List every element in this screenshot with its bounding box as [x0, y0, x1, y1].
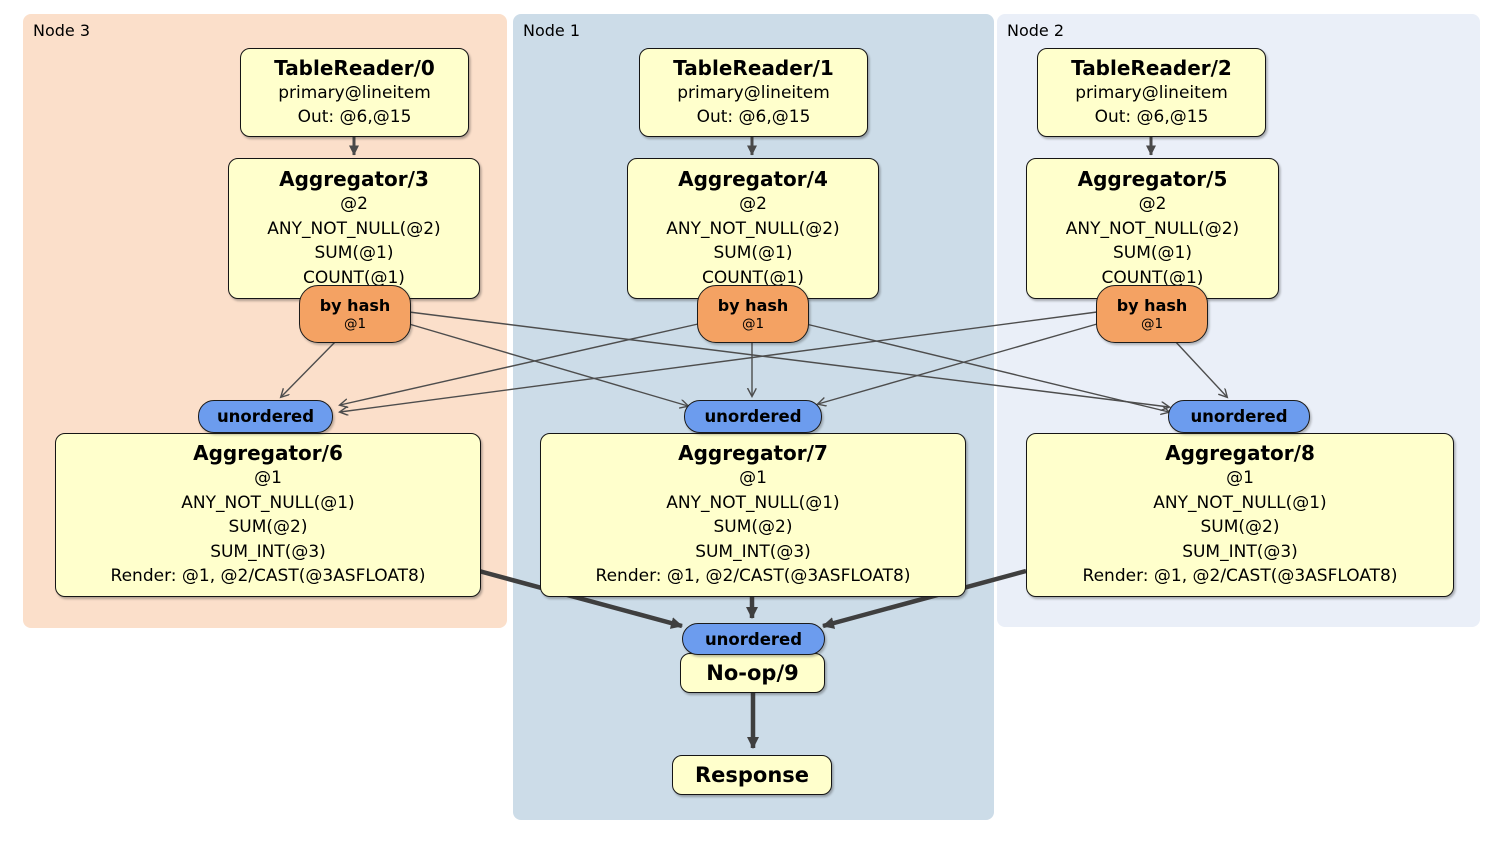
processor-detail-line: SUM_INT(@3): [695, 541, 811, 562]
synchronizer-unordered-8: unordered: [1168, 400, 1310, 433]
processor-detail-line: Out: @6,@15: [1094, 107, 1209, 127]
node-3-label: Node 3: [33, 21, 91, 40]
processor-aggregator-3: Aggregator/3 @2 ANY_NOT_NULL(@2) SUM(@1)…: [228, 158, 480, 299]
processor-title: Aggregator/8: [1165, 441, 1315, 466]
router-detail: @1: [741, 315, 765, 332]
processor-title: TableReader/0: [274, 55, 435, 80]
processor-aggregator-6: Aggregator/6 @1 ANY_NOT_NULL(@1) SUM(@2)…: [55, 433, 481, 597]
processor-detail-line: Render: @1, @2/CAST(@3ASFLOAT8): [1082, 566, 1398, 587]
node-1-label: Node 1: [523, 21, 581, 40]
processor-detail-line: Render: @1, @2/CAST(@3ASFLOAT8): [595, 566, 911, 587]
edge-hash3-sync7: [408, 323, 688, 406]
processor-detail-line: ANY_NOT_NULL(@2): [267, 218, 441, 239]
processor-detail-line: SUM_INT(@3): [1182, 541, 1298, 562]
router-by-hash-5: by hash @1: [1096, 285, 1208, 343]
processor-title: Response: [694, 763, 810, 787]
processor-aggregator-4: Aggregator/4 @2 ANY_NOT_NULL(@2) SUM(@1)…: [627, 158, 879, 299]
processor-title: TableReader/1: [673, 55, 834, 80]
processor-detail-line: SUM(@2): [228, 517, 308, 538]
synchronizer-unordered-6: unordered: [198, 400, 333, 433]
processor-detail-line: COUNT(@1): [1101, 267, 1204, 288]
edge-hash5-sync8: [1173, 339, 1227, 397]
router-detail: @1: [343, 315, 367, 332]
processor-detail-line: COUNT(@1): [702, 267, 804, 288]
processor-detail-line: @2: [340, 194, 368, 214]
processor-detail-line: SUM_INT(@3): [210, 541, 326, 562]
processor-detail-line: SUM(@1): [1113, 243, 1192, 263]
router-by-hash-4: by hash @1: [697, 285, 809, 343]
processor-title: Aggregator/6: [193, 441, 343, 466]
processor-title: Aggregator/7: [678, 441, 828, 466]
processor-detail-line: @2: [1138, 194, 1167, 214]
processor-detail-line: primary@lineitem: [278, 82, 431, 103]
edge-hash4-sync8: [805, 323, 1169, 412]
processor-detail-line: SUM(@2): [713, 517, 793, 538]
processor-detail-line: primary@lineitem: [1075, 82, 1228, 103]
processor-title: Aggregator/3: [279, 167, 429, 191]
processor-detail-line: ANY_NOT_NULL(@1): [181, 492, 355, 513]
edge-hash5-sync7: [818, 323, 1098, 404]
processor-aggregator-8: Aggregator/8 @1 ANY_NOT_NULL(@1) SUM(@2)…: [1026, 433, 1454, 597]
router-detail: @1: [1140, 315, 1164, 332]
processor-detail-line: Out: @6,@15: [696, 107, 811, 127]
processor-detail-line: SUM(@1): [713, 243, 793, 263]
processor-title: No-op/9: [706, 661, 799, 685]
processor-response: Response: [672, 755, 832, 795]
processor-title: Aggregator/4: [678, 167, 828, 191]
synchronizer-label: unordered: [704, 407, 802, 426]
processor-detail-line: primary@lineitem: [677, 82, 830, 103]
router-label: by hash: [319, 295, 391, 315]
processor-tablereader-2: TableReader/2 primary@lineitem Out: @6,@…: [1037, 48, 1266, 137]
edge-hash4-sync6: [340, 323, 699, 405]
node-2-label: Node 2: [1007, 21, 1065, 40]
processor-detail-line: @1: [1226, 468, 1254, 489]
processor-tablereader-1: TableReader/1 primary@lineitem Out: @6,@…: [639, 48, 868, 137]
router-label: by hash: [1116, 295, 1188, 315]
router-by-hash-3: by hash @1: [299, 285, 411, 343]
edge-hash5-sync6: [340, 311, 1098, 412]
synchronizer-unordered-7: unordered: [684, 400, 822, 433]
synchronizer-label: unordered: [704, 629, 803, 649]
processor-detail-line: ANY_NOT_NULL(@2): [666, 218, 840, 239]
edge-agg8-sync9: [822, 568, 1027, 629]
processor-aggregator-7: Aggregator/7 @1 ANY_NOT_NULL(@1) SUM(@2)…: [540, 433, 966, 597]
edge-agg6-sync9: [478, 568, 683, 629]
synchronizer-label: unordered: [1190, 407, 1288, 426]
processor-detail-line: ANY_NOT_NULL(@1): [666, 492, 840, 513]
processor-noop-9: No-op/9: [680, 653, 825, 693]
synchronizer-label: unordered: [216, 407, 315, 426]
processor-detail-line: @1: [739, 468, 767, 489]
processor-detail-line: SUM(@1): [314, 243, 394, 263]
edge-hash3-sync6: [281, 339, 338, 397]
processor-title: TableReader/2: [1071, 55, 1232, 80]
processor-detail-line: Out: @6,@15: [297, 107, 412, 127]
processor-detail-line: SUM(@2): [1200, 517, 1280, 538]
processor-detail-line: COUNT(@1): [303, 267, 405, 288]
processor-detail-line: @1: [254, 468, 282, 489]
edge-hash3-sync8: [408, 311, 1169, 407]
processor-detail-line: Render: @1, @2/CAST(@3ASFLOAT8): [110, 566, 426, 587]
router-label: by hash: [717, 295, 789, 315]
processor-title: Aggregator/5: [1077, 167, 1228, 191]
processor-detail-line: ANY_NOT_NULL(@2): [1065, 218, 1240, 239]
processor-detail-line: ANY_NOT_NULL(@1): [1153, 492, 1327, 513]
synchronizer-unordered-9: unordered: [682, 623, 825, 655]
processor-detail-line: @2: [739, 194, 767, 214]
processor-aggregator-5: Aggregator/5 @2 ANY_NOT_NULL(@2) SUM(@1)…: [1026, 158, 1279, 299]
processor-tablereader-0: TableReader/0 primary@lineitem Out: @6,@…: [240, 48, 469, 137]
